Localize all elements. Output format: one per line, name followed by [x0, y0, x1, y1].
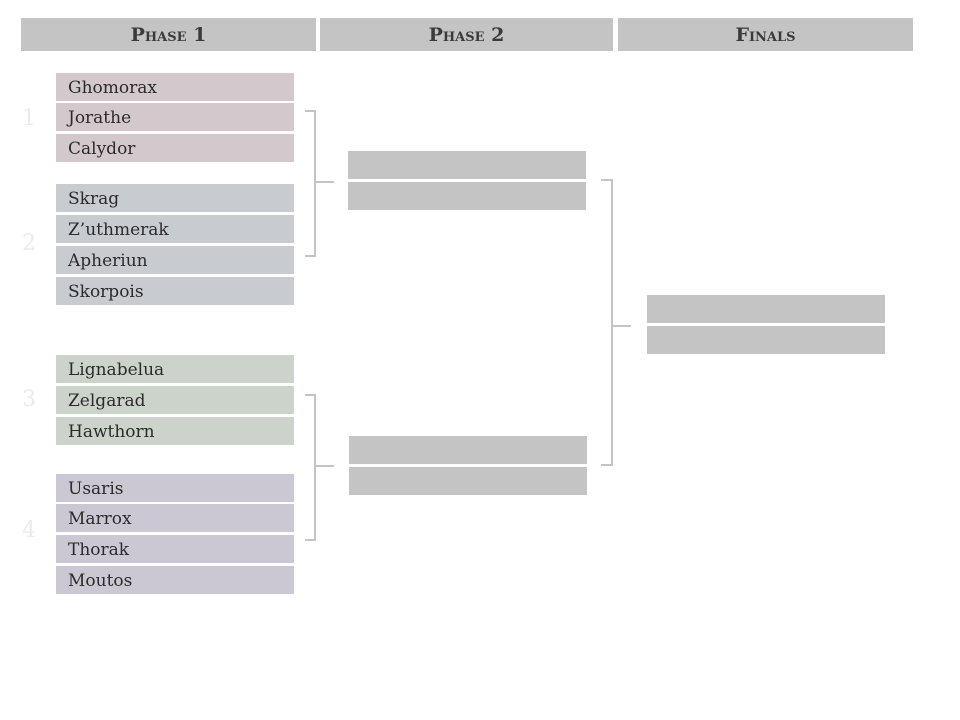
finals-slot[interactable]	[647, 295, 885, 323]
participant-slot[interactable]: Moutos	[56, 566, 294, 594]
phase-1-header: Phase 1	[21, 18, 316, 51]
bracket-connector-bottom	[305, 394, 334, 541]
participant-slot[interactable]: Apheriun	[56, 246, 294, 274]
group-3-number: 3	[22, 387, 36, 412]
participant-slot[interactable]: Marrox	[56, 504, 294, 532]
participant-slot[interactable]: Hawthorn	[56, 417, 294, 445]
participant-slot[interactable]: Ghomorax	[56, 73, 294, 101]
group-2-number: 2	[22, 231, 36, 256]
participant-slot[interactable]: Jorathe	[56, 103, 294, 131]
group-4-number: 4	[22, 518, 36, 543]
participant-slot[interactable]: Z’uthmerak	[56, 215, 294, 243]
participant-slot[interactable]: Zelgarad	[56, 386, 294, 414]
phase-2-header: Phase 2	[320, 18, 613, 51]
phase-2-slot[interactable]	[349, 467, 587, 495]
finals-header: Finals	[618, 18, 913, 51]
phase-2-slot[interactable]	[348, 182, 586, 210]
participant-slot[interactable]: Skorpois	[56, 277, 294, 305]
participant-slot[interactable]: Lignabelua	[56, 355, 294, 383]
participant-slot[interactable]: Thorak	[56, 535, 294, 563]
phase-2-slot[interactable]	[349, 436, 587, 464]
bracket-connector-final	[601, 179, 631, 466]
phase-2-slot[interactable]	[348, 151, 586, 179]
participant-slot[interactable]: Skrag	[56, 184, 294, 212]
group-1-number: 1	[22, 106, 36, 131]
participant-slot[interactable]: Calydor	[56, 134, 294, 162]
finals-slot[interactable]	[647, 326, 885, 354]
bracket-connector-top	[305, 110, 334, 257]
participant-slot[interactable]: Usaris	[56, 474, 294, 502]
